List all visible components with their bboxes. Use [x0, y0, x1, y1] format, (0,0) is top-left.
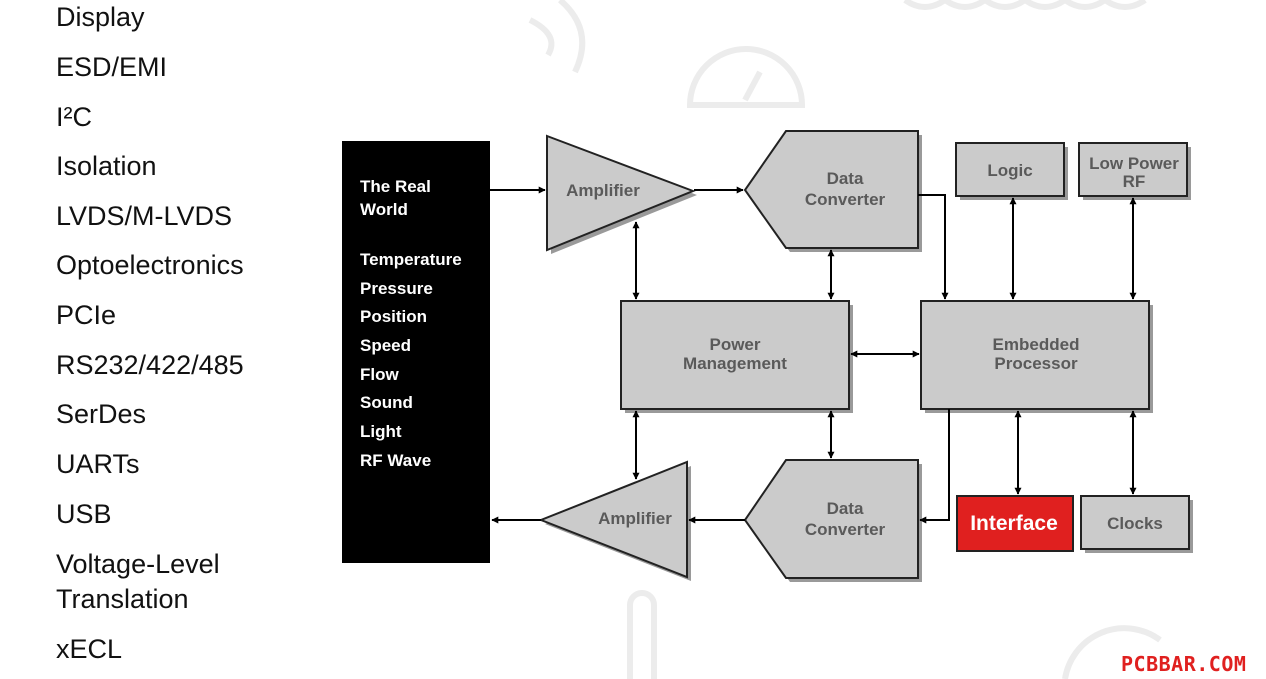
watermark-text: PCBBAR.COM [1121, 652, 1247, 676]
amplifier-bottom-block: Amplifier [538, 460, 691, 581]
sidebar-item-xecl[interactable]: xECL [56, 634, 123, 664]
clocks-block: Clocks [1080, 495, 1193, 553]
sidebar-item-lvds[interactable]: LVDS/M-LVDS [56, 201, 233, 231]
signal-speed: Speed [360, 336, 411, 355]
low-power-rf-block: Low Power RF [1078, 142, 1191, 200]
sidebar-item-optoelectronics[interactable]: Optoelectronics [56, 250, 244, 280]
real-world-title-1: The Real [360, 177, 431, 196]
amplifier-top-label: Amplifier [566, 181, 640, 200]
embedded-processor-block: Embedded Processor [920, 300, 1153, 413]
amplifier-top-block: Amplifier [546, 134, 697, 254]
power-management-label-2: Management [683, 354, 787, 373]
data-converter-bottom-label-2: Converter [805, 520, 886, 539]
sidebar-item-i2c[interactable]: I²C [56, 102, 92, 132]
sidebar-item-rs232[interactable]: RS232/422/485 [56, 350, 244, 380]
sidebar-item-display[interactable]: Display [56, 2, 145, 32]
data-converter-top-block: Data Converter [743, 130, 922, 252]
low-power-rf-label-1: Low Power [1089, 154, 1179, 173]
interface-block: Interface [956, 495, 1074, 552]
data-converter-bottom-label-1: Data [827, 499, 864, 518]
sidebar-item-usb[interactable]: USB [56, 499, 112, 529]
sidebar-item-voltage-level[interactable]: Voltage-Level [56, 549, 220, 579]
signal-rf-wave: RF Wave [360, 451, 431, 470]
data-converter-bottom-block: Data Converter [743, 459, 922, 582]
signal-pressure: Pressure [360, 279, 433, 298]
sidebar-item-isolation[interactable]: Isolation [56, 151, 157, 181]
sidebar-item-translation[interactable]: Translation [56, 584, 189, 614]
sidebar-list: Display ESD/EMI I²C Isolation LVDS/M-LVD… [0, 0, 300, 679]
connections [490, 186, 1137, 524]
signal-sound: Sound [360, 393, 413, 412]
amplifier-bottom-label: Amplifier [598, 509, 672, 528]
logic-label: Logic [987, 161, 1032, 180]
power-management-label-1: Power [709, 335, 760, 354]
data-converter-top-label-1: Data [827, 169, 864, 188]
logic-block: Logic [955, 142, 1068, 200]
real-world-title-2: World [360, 200, 408, 219]
embedded-processor-label-2: Processor [994, 354, 1078, 373]
clocks-label: Clocks [1107, 514, 1163, 533]
power-management-block: Power Management [620, 300, 853, 413]
arrow-dc-to-processor [918, 194, 949, 300]
sidebar-item-uarts[interactable]: UARTs [56, 449, 140, 479]
signal-light: Light [360, 422, 402, 441]
sidebar-item-esd-emi[interactable]: ESD/EMI [56, 52, 168, 82]
sidebar-item-serdes[interactable]: SerDes [56, 399, 147, 429]
embedded-processor-label-1: Embedded [993, 335, 1080, 354]
arrow-processor-to-dc-bottom [919, 409, 950, 524]
sidebar-item-pcie[interactable]: PCIe [56, 300, 117, 330]
low-power-rf-label-2: RF [1123, 172, 1146, 191]
signal-temperature: Temperature [360, 250, 462, 269]
data-converter-top-label-2: Converter [805, 190, 886, 209]
background-decoration [528, 0, 1162, 679]
signal-position: Position [360, 307, 427, 326]
interface-label: Interface [970, 512, 1058, 535]
signal-flow: Flow [360, 365, 399, 384]
real-world-block: The Real World Temperature Pressure Posi… [342, 141, 490, 563]
